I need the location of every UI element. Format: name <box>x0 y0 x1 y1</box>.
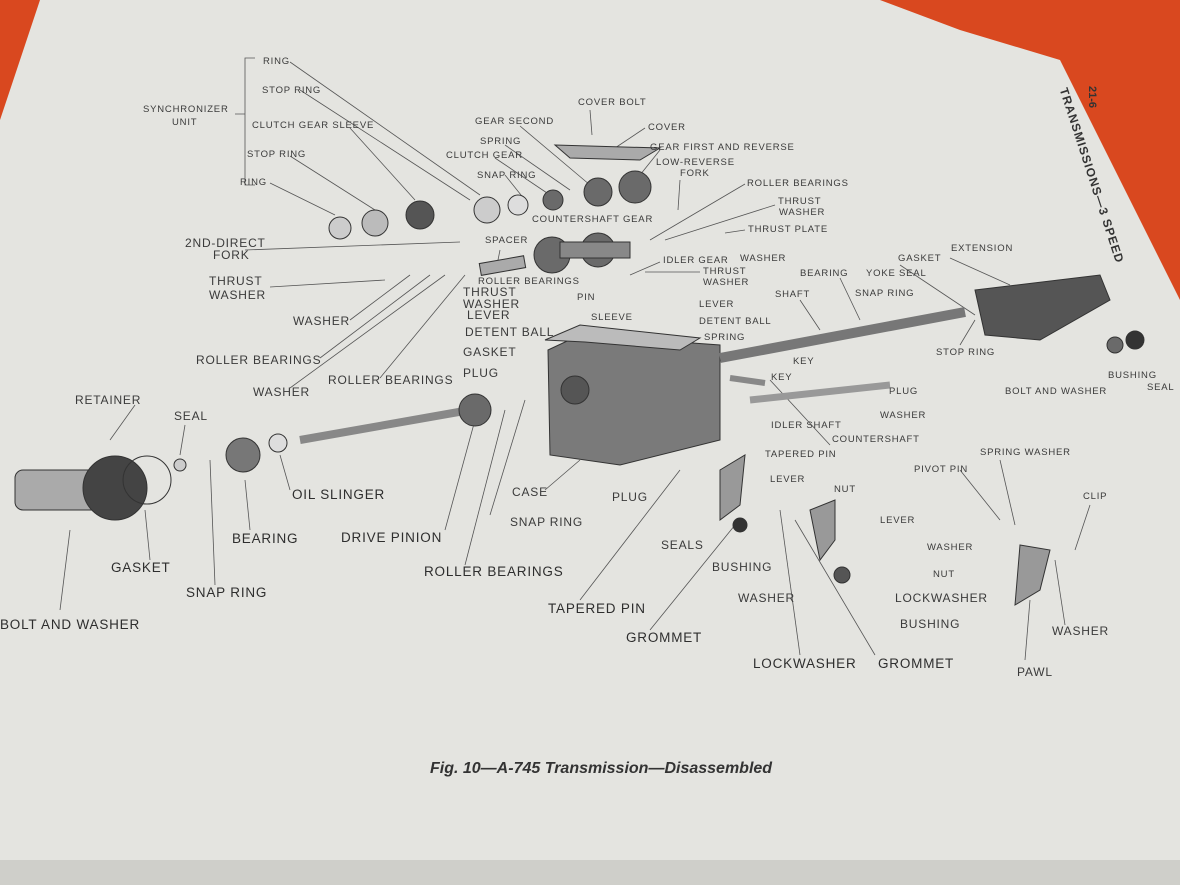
label-roller-bearings: ROLLER BEARINGS <box>478 276 580 287</box>
label-yoke-seal: YOKE SEAL <box>866 268 927 279</box>
label-seal: SEAL <box>1147 382 1175 393</box>
label-ring: RING <box>240 177 267 188</box>
label-plug: PLUG <box>612 490 648 504</box>
label-roller-bearings: ROLLER BEARINGS <box>328 373 454 387</box>
label-stop-ring: STOP RING <box>247 149 307 160</box>
parts <box>14 144 1145 606</box>
label-bearing: BEARING <box>800 268 849 279</box>
label-lever: LEVER <box>770 474 806 485</box>
label-countershaft: COUNTERSHAFT <box>832 434 920 445</box>
label-tapered-pin: TAPERED PIN <box>765 449 837 460</box>
label-pawl: PAWL <box>1017 665 1053 679</box>
label-washer: WASHER <box>738 591 796 605</box>
label-washer: WASHER <box>927 542 974 553</box>
label-spring: SPRING <box>704 332 746 343</box>
label-grommet: GROMMET <box>878 656 955 671</box>
label-clip: CLIP <box>1083 491 1108 502</box>
page-edge <box>0 860 1180 885</box>
label-plug: PLUG <box>889 386 919 397</box>
label-case: CASE <box>512 485 548 499</box>
label-washer: WASHER <box>703 277 750 288</box>
label-spring-washer: SPRING WASHER <box>980 447 1071 458</box>
label-cover: COVER <box>648 122 686 133</box>
label-fork: FORK <box>680 168 710 179</box>
label-bearing: BEARING <box>232 531 299 546</box>
label-washer: WASHER <box>779 207 826 218</box>
label-shaft: SHAFT <box>775 289 811 300</box>
label-thrust: THRUST <box>463 285 517 299</box>
label-spring: SPRING <box>480 136 522 147</box>
label-retainer: RETAINER <box>75 393 142 407</box>
label-thrust: THRUST <box>703 266 747 277</box>
label-clutch-gear: CLUTCH GEAR <box>446 150 523 161</box>
label-bolt-and-washer: BOLT AND WASHER <box>1005 386 1108 397</box>
label-gasket: GASKET <box>111 560 171 575</box>
label-thrust-plate: THRUST PLATE <box>748 224 828 235</box>
label-snap-ring: SNAP RING <box>186 585 268 600</box>
label-lockwasher: LOCKWASHER <box>753 656 857 671</box>
label-idler-shaft: IDLER SHAFT <box>771 420 842 431</box>
label-idler-gear: IDLER GEAR <box>663 255 729 266</box>
label-key: KEY <box>771 372 793 383</box>
label-synchronizer: SYNCHRONIZER <box>143 104 229 115</box>
label-lockwasher: LOCKWASHER <box>895 591 988 605</box>
label-bushing: BUSHING <box>900 617 961 631</box>
label-countershaft-gear: COUNTERSHAFT GEAR <box>532 214 654 225</box>
label-seals: SEALS <box>661 538 704 552</box>
label-roller-bearings: ROLLER BEARINGS <box>747 178 849 189</box>
label-detent-ball: DETENT BALL <box>699 316 772 327</box>
label-washer: WASHER <box>463 297 521 311</box>
label-roller-bearings: ROLLER BEARINGS <box>196 353 322 367</box>
label-extension: EXTENSION <box>951 243 1014 254</box>
label-clutch-gear-sleeve: CLUTCH GEAR SLEEVE <box>252 120 375 131</box>
label-washer: WASHER <box>740 253 787 264</box>
label-unit: UNIT <box>172 117 198 128</box>
label-snap-ring: SNAP RING <box>477 170 537 181</box>
label-tapered-pin: TAPERED PIN <box>548 601 646 616</box>
label-fork: FORK <box>213 248 250 262</box>
label-washer: WASHER <box>253 385 311 399</box>
figure-caption: Fig. 10—A-745 Transmission—Disassembled <box>430 760 773 777</box>
label-thrust: THRUST <box>778 196 822 207</box>
label-thrust: THRUST <box>209 274 263 288</box>
label-drive-pinion: DRIVE PINION <box>341 530 443 545</box>
leader-lines <box>59 57 1091 661</box>
label-grommet: GROMMET <box>626 630 703 645</box>
label-nut: NUT <box>933 569 955 580</box>
label-snap-ring: SNAP RING <box>855 288 915 299</box>
label-detent-ball: DETENT BALL <box>465 325 555 339</box>
page-number: 21-6 <box>1086 86 1098 109</box>
label-stop-ring: STOP RING <box>262 85 322 96</box>
label-lever: LEVER <box>699 299 735 310</box>
label-oil-slinger: OIL SLINGER <box>292 487 386 502</box>
label-snap-ring: SNAP RING <box>510 515 583 529</box>
label-sleeve: SLEEVE <box>591 312 633 323</box>
label-washer: WASHER <box>293 314 351 328</box>
label-cover-bolt: COVER BOLT <box>578 97 647 108</box>
label-bushing: BUSHING <box>1108 370 1157 381</box>
label-plug: PLUG <box>463 366 499 380</box>
label-seal: SEAL <box>174 409 208 423</box>
label-nut: NUT <box>834 484 856 495</box>
label-pin: PIN <box>577 292 596 303</box>
label-2nd-direct: 2ND-DIRECT <box>185 236 266 250</box>
label-gasket: GASKET <box>463 345 517 359</box>
label-washer: WASHER <box>1052 624 1110 638</box>
label-washer: WASHER <box>880 410 927 421</box>
label-washer: WASHER <box>209 288 267 302</box>
label-roller-bearings: ROLLER BEARINGS <box>424 564 564 579</box>
label-ring: RING <box>263 56 290 67</box>
label-lever: LEVER <box>467 308 511 322</box>
label-pivot-pin: PIVOT PIN <box>914 464 969 475</box>
label-bushing: BUSHING <box>712 560 773 574</box>
label-low-reverse: LOW-REVERSE <box>656 157 735 168</box>
label-stop-ring: STOP RING <box>936 347 996 358</box>
label-lever: LEVER <box>880 515 916 526</box>
label-gear-second: GEAR SECOND <box>475 116 555 127</box>
label-spacer: SPACER <box>485 235 529 246</box>
label-gear-first-reverse: GEAR FIRST AND REVERSE <box>650 142 795 153</box>
label-key: KEY <box>793 356 815 367</box>
label-bolt-and-washer: BOLT AND WASHER <box>0 617 141 632</box>
label-gasket: GASKET <box>898 253 942 264</box>
